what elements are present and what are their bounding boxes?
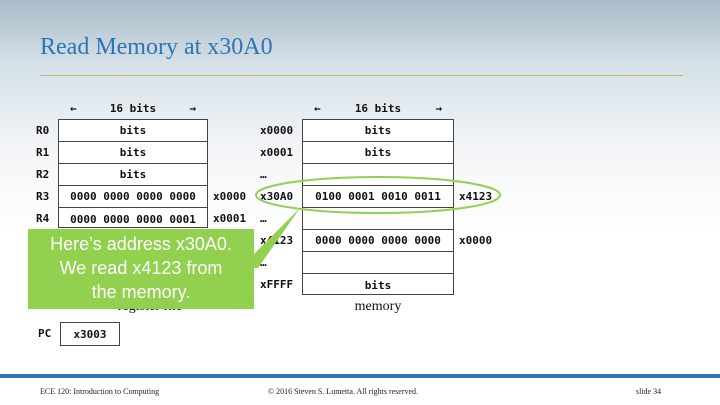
callout-line-2: We read x4123 from — [59, 258, 223, 278]
memory-address: x0001 — [260, 146, 294, 159]
register-name: R1 — [36, 146, 50, 159]
title-divider — [40, 75, 683, 76]
memory-cell — [303, 252, 453, 274]
register-width-label: 16 bits — [109, 101, 157, 115]
memory-cell: bits — [364, 278, 392, 292]
memory-caption: memory — [354, 299, 402, 314]
footer-slide-number: slide 34 — [636, 387, 662, 396]
callout-line-3: the memory. — [91, 282, 191, 302]
memory-address: … — [260, 256, 267, 269]
memory-address: … — [260, 168, 267, 181]
memory-cell: bits — [303, 120, 453, 142]
register-name: R2 — [36, 168, 50, 181]
footer-copyright: © 2016 Steven S. Lumetta. All rights res… — [268, 387, 419, 396]
address-highlight-ellipse — [255, 176, 501, 214]
memory-cell: 0100 0001 0010 0011 — [303, 186, 453, 208]
arrow-left-icon: ← — [314, 101, 321, 115]
register-hex-value: x0000 — [213, 190, 247, 203]
memory-cell: bits — [303, 142, 453, 164]
footer-course: ECE 120: Introduction to Computing — [40, 387, 160, 396]
callout-line-1: Here’s address x30A0. — [50, 234, 232, 254]
memory-hex-value: x0000 — [459, 234, 493, 247]
callout-pointer — [240, 208, 300, 268]
register-cell: 0000 0000 0000 0001 — [70, 212, 196, 226]
register-name: R4 — [36, 212, 50, 225]
memory-cell — [303, 164, 453, 186]
register-width-header: ← 16 bits → — [58, 100, 208, 116]
arrow-right-icon: → — [189, 101, 196, 115]
explanation-callout: Here’s address x30A0. We read x4123 from… — [28, 229, 254, 309]
register-name: R3 — [36, 190, 50, 203]
register-name: R0 — [36, 124, 50, 137]
memory-address: xFFFF — [260, 278, 294, 291]
arrow-right-icon: → — [435, 101, 442, 115]
memory-address: x30A0 — [260, 190, 294, 203]
memory-cell — [303, 208, 453, 230]
memory-width-header: ← 16 bits → — [302, 100, 454, 116]
arrow-left-icon: ← — [70, 101, 77, 115]
slide-title: Read Memory at x30A0 — [40, 34, 273, 60]
memory-address: x0000 — [260, 124, 294, 137]
memory-width-label: 16 bits — [354, 101, 402, 115]
footer-bar — [0, 374, 720, 378]
memory-hex-value: x4123 — [459, 190, 493, 203]
memory-cell: 0000 0000 0000 0000 — [303, 230, 453, 252]
pc-value: x3003 — [60, 322, 120, 346]
register-cell: bits — [59, 164, 207, 186]
register-cell: bits — [59, 120, 207, 142]
register-hex-value: x0001 — [213, 212, 247, 225]
register-cell: bits — [59, 142, 207, 164]
register-cell: 0000 0000 0000 0000 — [59, 186, 207, 208]
memory-address: … — [260, 212, 267, 225]
pc-label: PC — [38, 327, 52, 340]
